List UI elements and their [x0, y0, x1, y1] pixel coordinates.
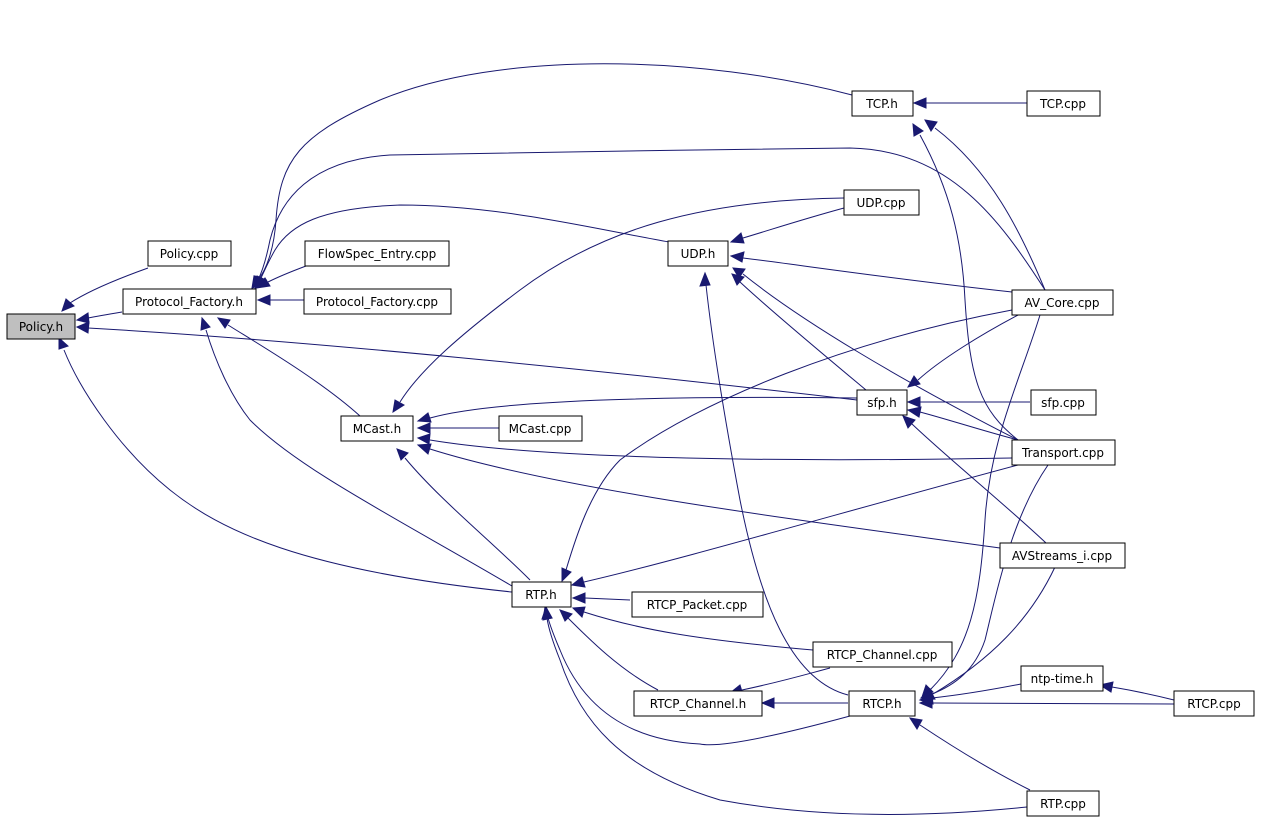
node-mcast-cpp[interactable]: MCast.cpp: [498, 415, 583, 442]
node-label: RTCP_Packet.cpp: [647, 598, 748, 612]
edge-rtcp-cpp-to-ntp-time-h: [1098, 681, 1175, 701]
node-ntp-time-h[interactable]: ntp-time.h: [1020, 665, 1104, 692]
edge-transport-cpp-to-sfp-h: [906, 406, 1019, 441]
node-rtp-h[interactable]: RTP.h: [511, 581, 572, 608]
node-rtcp-channel-cpp[interactable]: RTCP_Channel.cpp: [812, 641, 953, 668]
edge-mcast-cpp-to-mcast-h: [416, 422, 499, 434]
node-label: ntp-time.h: [1031, 672, 1094, 686]
node-label: RTCP_Channel.cpp: [827, 648, 938, 662]
edges-layer: [58, 63, 1175, 815]
node-label: MCast.cpp: [509, 422, 572, 436]
edge-rtcp-h-to-rtcp-channel-h: [760, 697, 848, 709]
node-label: RTCP_Channel.h: [650, 697, 746, 711]
edge-av-core-cpp-to-sfp-h: [907, 313, 1021, 388]
edge-tcp-cpp-to-tcp-h: [912, 97, 1027, 109]
edge-flowspec-entry-cpp-to-protocol-factory-h: [254, 265, 307, 289]
node-av-core-cpp[interactable]: AV_Core.cpp: [1011, 289, 1114, 316]
edge-transport-cpp-to-tcp-h: [912, 122, 1019, 441]
edge-sfp-h-to-udp-h: [731, 273, 867, 391]
edge-rtcp-channel-cpp-to-rtp-h: [571, 606, 814, 651]
node-udp-h[interactable]: UDP.h: [667, 240, 729, 267]
edge-rtcp-cpp-to-rtcp-h: [918, 697, 1175, 709]
node-avstreams-i-cpp[interactable]: AVStreams_i.cpp: [999, 542, 1126, 569]
node-mcast-h[interactable]: MCast.h: [340, 415, 414, 442]
node-rtcp-channel-h[interactable]: RTCP_Channel.h: [633, 690, 763, 717]
edge-sfp-h-to-policy-h: [75, 321, 858, 401]
edge-mcast-h-to-protocol-factory-h: [216, 317, 361, 417]
edge-rtcp-h-to-udp-h: [699, 271, 849, 696]
edge-udp-cpp-to-mcast-h: [392, 197, 845, 414]
edge-av-core-cpp-to-tcp-h: [924, 119, 1046, 291]
node-label: RTCP.h: [862, 697, 901, 711]
edge-transport-cpp-to-udp-h: [732, 267, 1019, 441]
edge-avstreams-i-cpp-to-sfp-h: [902, 415, 1047, 544]
edge-av-core-cpp-to-protocol-factory-h: [252, 147, 1046, 291]
node-label: Protocol_Factory.cpp: [316, 295, 438, 309]
node-label: FlowSpec_Entry.cpp: [318, 247, 436, 261]
node-label: AVStreams_i.cpp: [1012, 549, 1112, 563]
node-protocol-factory-h[interactable]: Protocol_Factory.h: [122, 288, 257, 315]
node-label: AV_Core.cpp: [1024, 296, 1099, 310]
edge-sfp-cpp-to-sfp-h: [906, 396, 1030, 408]
node-sfp-cpp[interactable]: sfp.cpp: [1030, 389, 1097, 416]
node-label: UDP.cpp: [856, 196, 905, 210]
edge-transport-cpp-to-rtp-h: [570, 464, 1019, 588]
edge-avstreams-i-cpp-to-mcast-h: [416, 443, 1001, 549]
node-label: Transport.cpp: [1021, 446, 1104, 460]
edge-av-core-cpp-to-rtp-h: [561, 309, 1013, 583]
node-rtp-cpp[interactable]: RTP.cpp: [1026, 790, 1100, 817]
node-rtcp-packet-cpp[interactable]: RTCP_Packet.cpp: [631, 591, 764, 618]
node-label: sfp.cpp: [1041, 396, 1085, 410]
edge-rtp-cpp-to-rtcp-h: [908, 717, 1031, 791]
edge-rtp-h-to-policy-h: [58, 336, 513, 593]
node-protocol-factory-cpp[interactable]: Protocol_Factory.cpp: [303, 288, 452, 315]
node-label: RTCP.cpp: [1187, 697, 1240, 711]
node-label: MCast.h: [353, 422, 401, 436]
node-udp-cpp[interactable]: UDP.cpp: [843, 189, 920, 216]
node-policy-h[interactable]: Policy.h: [6, 313, 76, 340]
edge-protocol-factory-h-to-policy-h: [75, 311, 123, 324]
node-sfp-h[interactable]: sfp.h: [856, 389, 908, 416]
edge-protocol-factory-cpp-to-protocol-factory-h: [256, 294, 304, 306]
node-label: UDP.h: [681, 247, 716, 261]
edge-transport-cpp-to-mcast-h: [416, 433, 1013, 461]
node-policy-cpp[interactable]: Policy.cpp: [147, 240, 232, 267]
node-label: Protocol_Factory.h: [135, 295, 243, 309]
edge-rtp-cpp-to-rtp-h: [541, 605, 1028, 815]
node-label: Policy.h: [19, 320, 63, 334]
edge-av-core-cpp-to-udp-h: [729, 251, 1013, 293]
node-label: RTP.h: [525, 588, 557, 602]
edge-rtcp-packet-cpp-to-rtp-h: [571, 592, 631, 604]
node-rtcp-h[interactable]: RTCP.h: [848, 690, 916, 717]
node-label: Policy.cpp: [160, 247, 218, 261]
edge-rtp-h-to-mcast-h: [396, 448, 531, 581]
node-transport-cpp[interactable]: Transport.cpp: [1011, 439, 1116, 466]
edge-udp-cpp-to-udp-h: [729, 207, 845, 244]
node-label: RTP.cpp: [1040, 797, 1086, 811]
edge-ntp-time-h-to-rtcp-h: [918, 683, 1022, 705]
node-rtcp-cpp[interactable]: RTCP.cpp: [1173, 690, 1255, 717]
node-label: TCP.cpp: [1039, 97, 1086, 111]
node-tcp-h[interactable]: TCP.h: [851, 90, 914, 117]
node-flowspec-entry-cpp[interactable]: FlowSpec_Entry.cpp: [304, 240, 450, 267]
nodes-layer: Policy.h Policy.cpp Protocol_Factory.h F…: [6, 90, 1255, 817]
edge-policy-cpp-to-policy-h: [61, 267, 149, 312]
node-label: TCP.h: [865, 97, 898, 111]
edge-av-core-cpp-to-rtcp-h: [921, 314, 1041, 698]
edge-rtcp-channel-h-to-rtp-h: [559, 609, 659, 691]
node-tcp-cpp[interactable]: TCP.cpp: [1026, 90, 1101, 117]
node-label: sfp.h: [867, 396, 897, 410]
edge-rtcp-h-to-rtp-h: [542, 605, 851, 746]
edge-sfp-h-to-mcast-h: [416, 396, 858, 423]
edge-rtp-h-to-protocol-factory-h: [200, 316, 513, 587]
